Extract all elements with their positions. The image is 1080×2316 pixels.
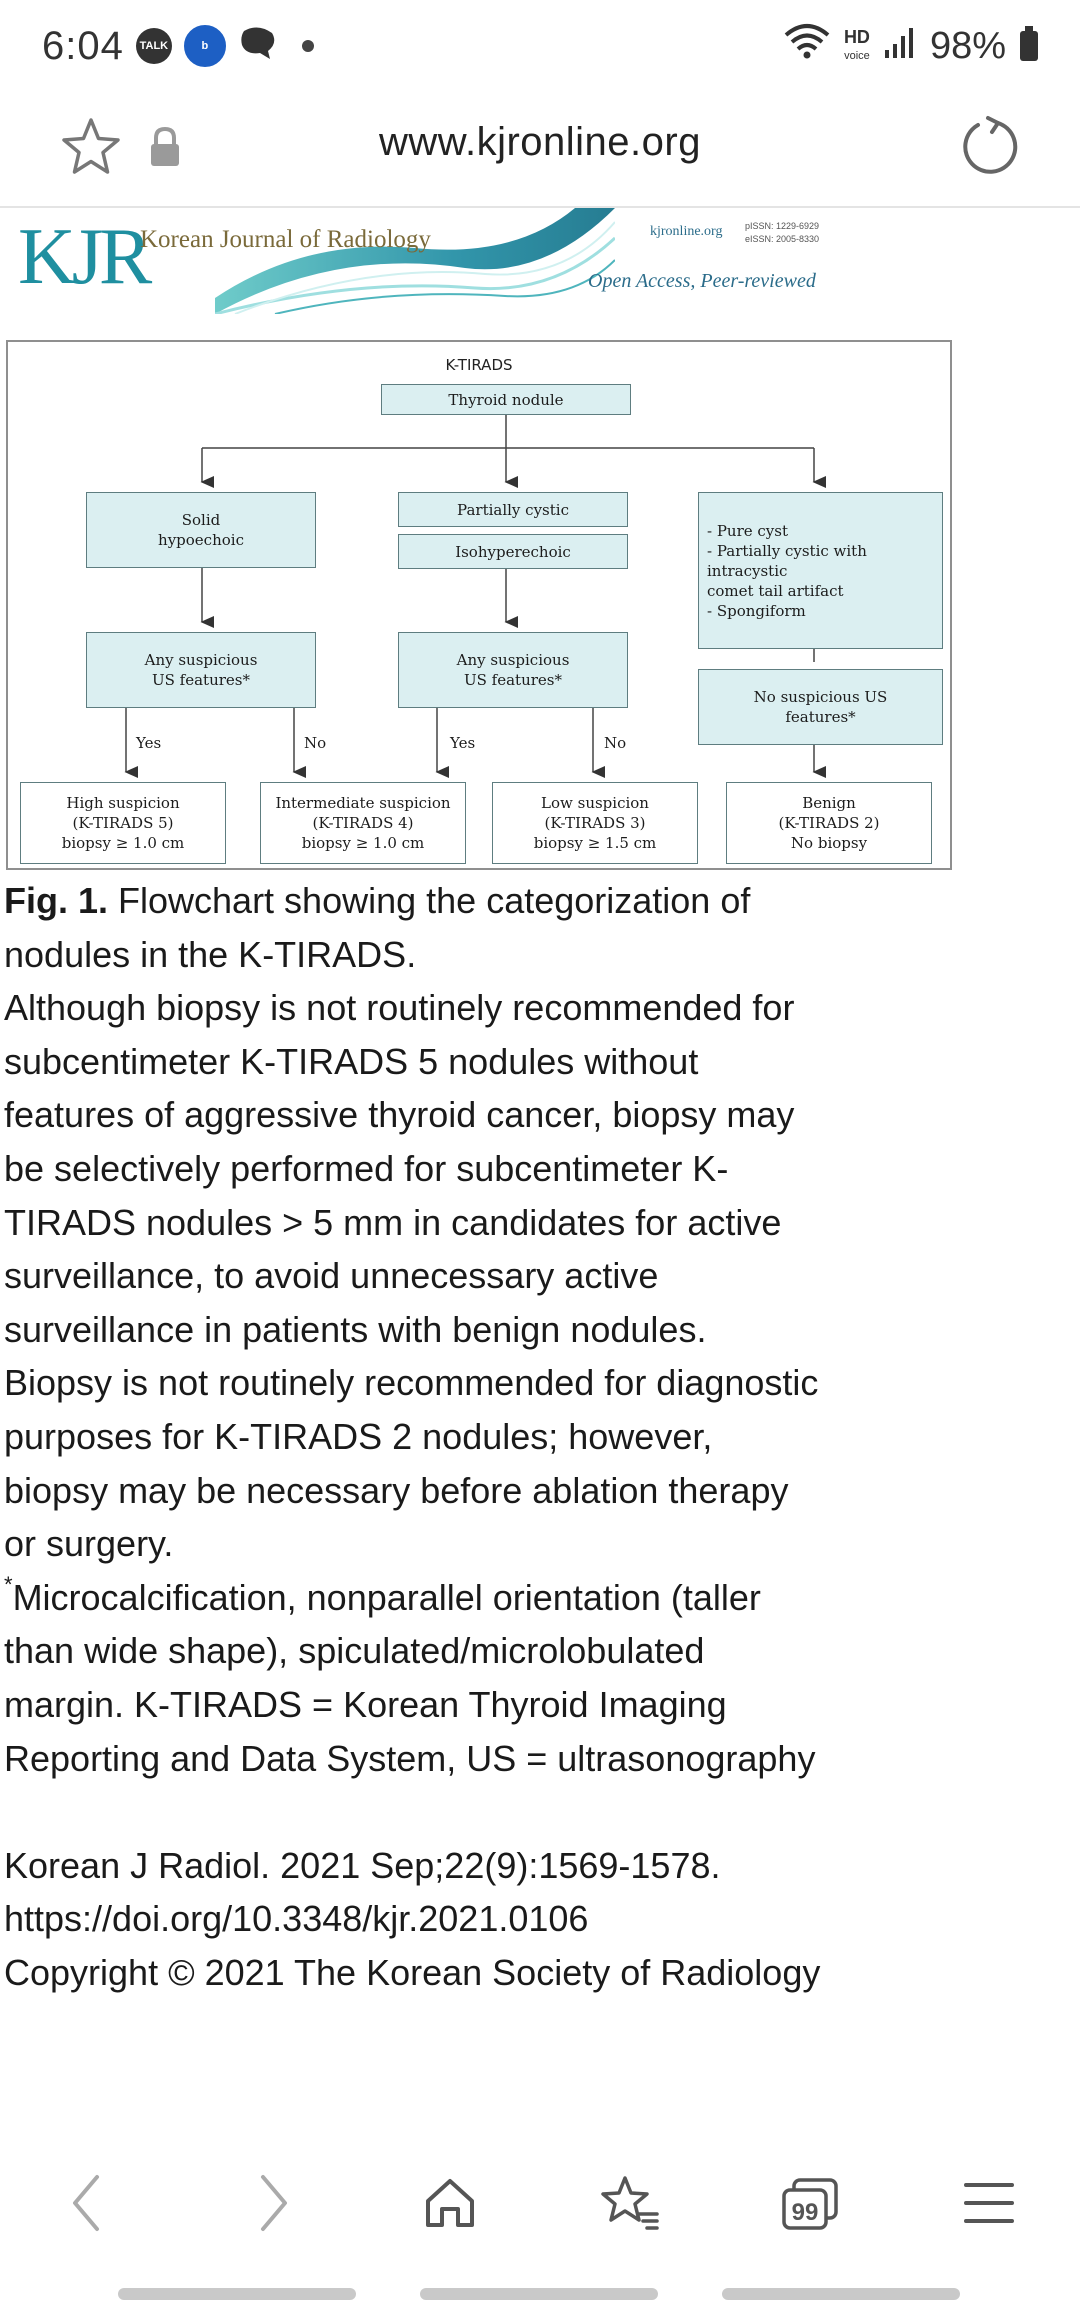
home-icon [422, 2175, 478, 2235]
status-bar: 6:04 TALK b HD voice [0, 0, 1080, 92]
flowchart-connectors [124, 414, 826, 778]
tabs-icon: 99 [780, 2177, 840, 2233]
back-button[interactable] [42, 2160, 132, 2250]
citation: Korean J Radiol. 2021 Sep;22(9):1569-157… [4, 1844, 721, 1886]
gesture-bar-left[interactable] [118, 2288, 356, 2300]
more-notifications-dot-icon [301, 40, 314, 52]
figure-caption: Fig. 1. Flowchart showing the categoriza… [4, 874, 824, 981]
journal-name: Korean Journal of Radiology [140, 226, 431, 253]
copyright: Copyright © 2021 The Korean Society of R… [4, 1951, 821, 1993]
url-address-text[interactable]: www.kjronline.org [379, 120, 701, 164]
tabs-button[interactable]: 99 [765, 2160, 855, 2250]
bookmarks-button[interactable] [585, 2160, 675, 2250]
edge-yes-mid: Yes [450, 734, 476, 752]
lock-icon[interactable] [148, 126, 182, 168]
article-body: Although biopsy is not routinely recomme… [4, 987, 819, 1565]
gesture-bar-right[interactable] [722, 2288, 960, 2300]
battery-icon [1020, 26, 1038, 61]
menu-button[interactable] [944, 2160, 1034, 2250]
footnote: *Microcalcification, nonparallel orienta… [4, 1571, 824, 1785]
reload-icon[interactable] [958, 114, 1024, 180]
edge-yes-left: Yes [136, 734, 162, 752]
status-time: 6:04 [42, 23, 124, 68]
node-thyroid-nodule: Thyroid nodule [381, 384, 631, 415]
node-solid-hypoechoic: Solid hypoechoic [86, 492, 316, 568]
node-no-suspicious: No suspicious US features* [698, 669, 943, 745]
node-partially-cystic: Partially cystic [398, 492, 628, 527]
talk-icon: TALK [135, 28, 172, 64]
node-suspicious-left: Any suspicious US features* [86, 632, 316, 708]
pissn: pISSN: 1229-6929 [745, 221, 820, 231]
node-intermediate-suspicion: Intermediate suspicion (K-TIRADS 4) biop… [260, 782, 466, 864]
journal-issn: pISSN: 1229-6929 eISSN: 2005-8330 [745, 220, 819, 246]
node-pure-cyst-spongiform: - Pure cyst - Partially cystic with intr… [698, 492, 943, 649]
home-button[interactable] [405, 2160, 495, 2250]
figure-caption-label: Fig. 1. [4, 880, 109, 921]
status-left: 6:04 TALK b [42, 24, 314, 69]
article-content: Fig. 1. Flowchart showing the categoriza… [4, 874, 824, 1999]
forward-button[interactable] [228, 2160, 318, 2250]
k-tirads-flowchart: K-TIRADS Thyroid nodule Solid hypoechoic… [6, 340, 952, 870]
menu-icon [964, 2181, 1014, 2229]
journal-tagline: Open Access, Peer-reviewed [588, 270, 816, 292]
chat-bubble-icon [238, 26, 278, 66]
voice-label: voice [844, 49, 870, 62]
signal-icon [884, 25, 916, 68]
footnote-text: Microcalcification, nonparallel orientat… [4, 1576, 816, 1779]
node-isohyperechoic: Isohyperechoic [398, 534, 628, 569]
flowchart-title: K-TIRADS [445, 356, 513, 374]
figure-caption-text: Flowchart showing the categorization of … [4, 880, 751, 975]
forward-icon [253, 2173, 293, 2237]
back-icon [67, 2173, 107, 2237]
hd-voice-icon: HD voice [843, 26, 870, 64]
eissn: eISSN: 2005-8330 [745, 234, 820, 244]
tabs-count: 99 [791, 2199, 819, 2226]
status-right: HD voice 98% [784, 23, 1038, 69]
edge-no-left: No [304, 734, 327, 752]
banner-wave-image [215, 208, 615, 314]
add-bookmark-star-icon[interactable] [58, 114, 124, 180]
footnote-mark: * [4, 1571, 13, 1597]
doi-link[interactable]: https://doi.org/10.3348/kjr.2021.0106 [4, 1898, 589, 1940]
battery-text: 98% [929, 24, 1006, 67]
bookmarks-icon [599, 2174, 661, 2236]
node-benign: Benign (K-TIRADS 2) No biopsy [726, 782, 932, 864]
kjr-logo: KJR [18, 213, 152, 301]
wifi-icon [784, 23, 830, 69]
gesture-bar-center[interactable] [420, 2288, 658, 2300]
browser-bottom-nav: 99 [0, 2160, 1080, 2250]
journal-banner: KJR Korean Journal of Radiology kjronlin… [0, 208, 830, 314]
node-low-suspicion: Low suspicion (K-TIRADS 3) biopsy ≥ 1.5 … [492, 782, 698, 864]
hd-label: HD [843, 26, 870, 47]
browser-url-bar: www.kjronline.org [0, 92, 1080, 208]
edge-no-mid: No [604, 734, 627, 752]
journal-site: kjronline.org [650, 224, 723, 239]
b-app-icon: b [183, 25, 226, 67]
node-suspicious-mid: Any suspicious US features* [398, 632, 628, 708]
node-high-suspicion: High suspicion (K-TIRADS 5) biopsy ≥ 1.0… [20, 782, 226, 864]
